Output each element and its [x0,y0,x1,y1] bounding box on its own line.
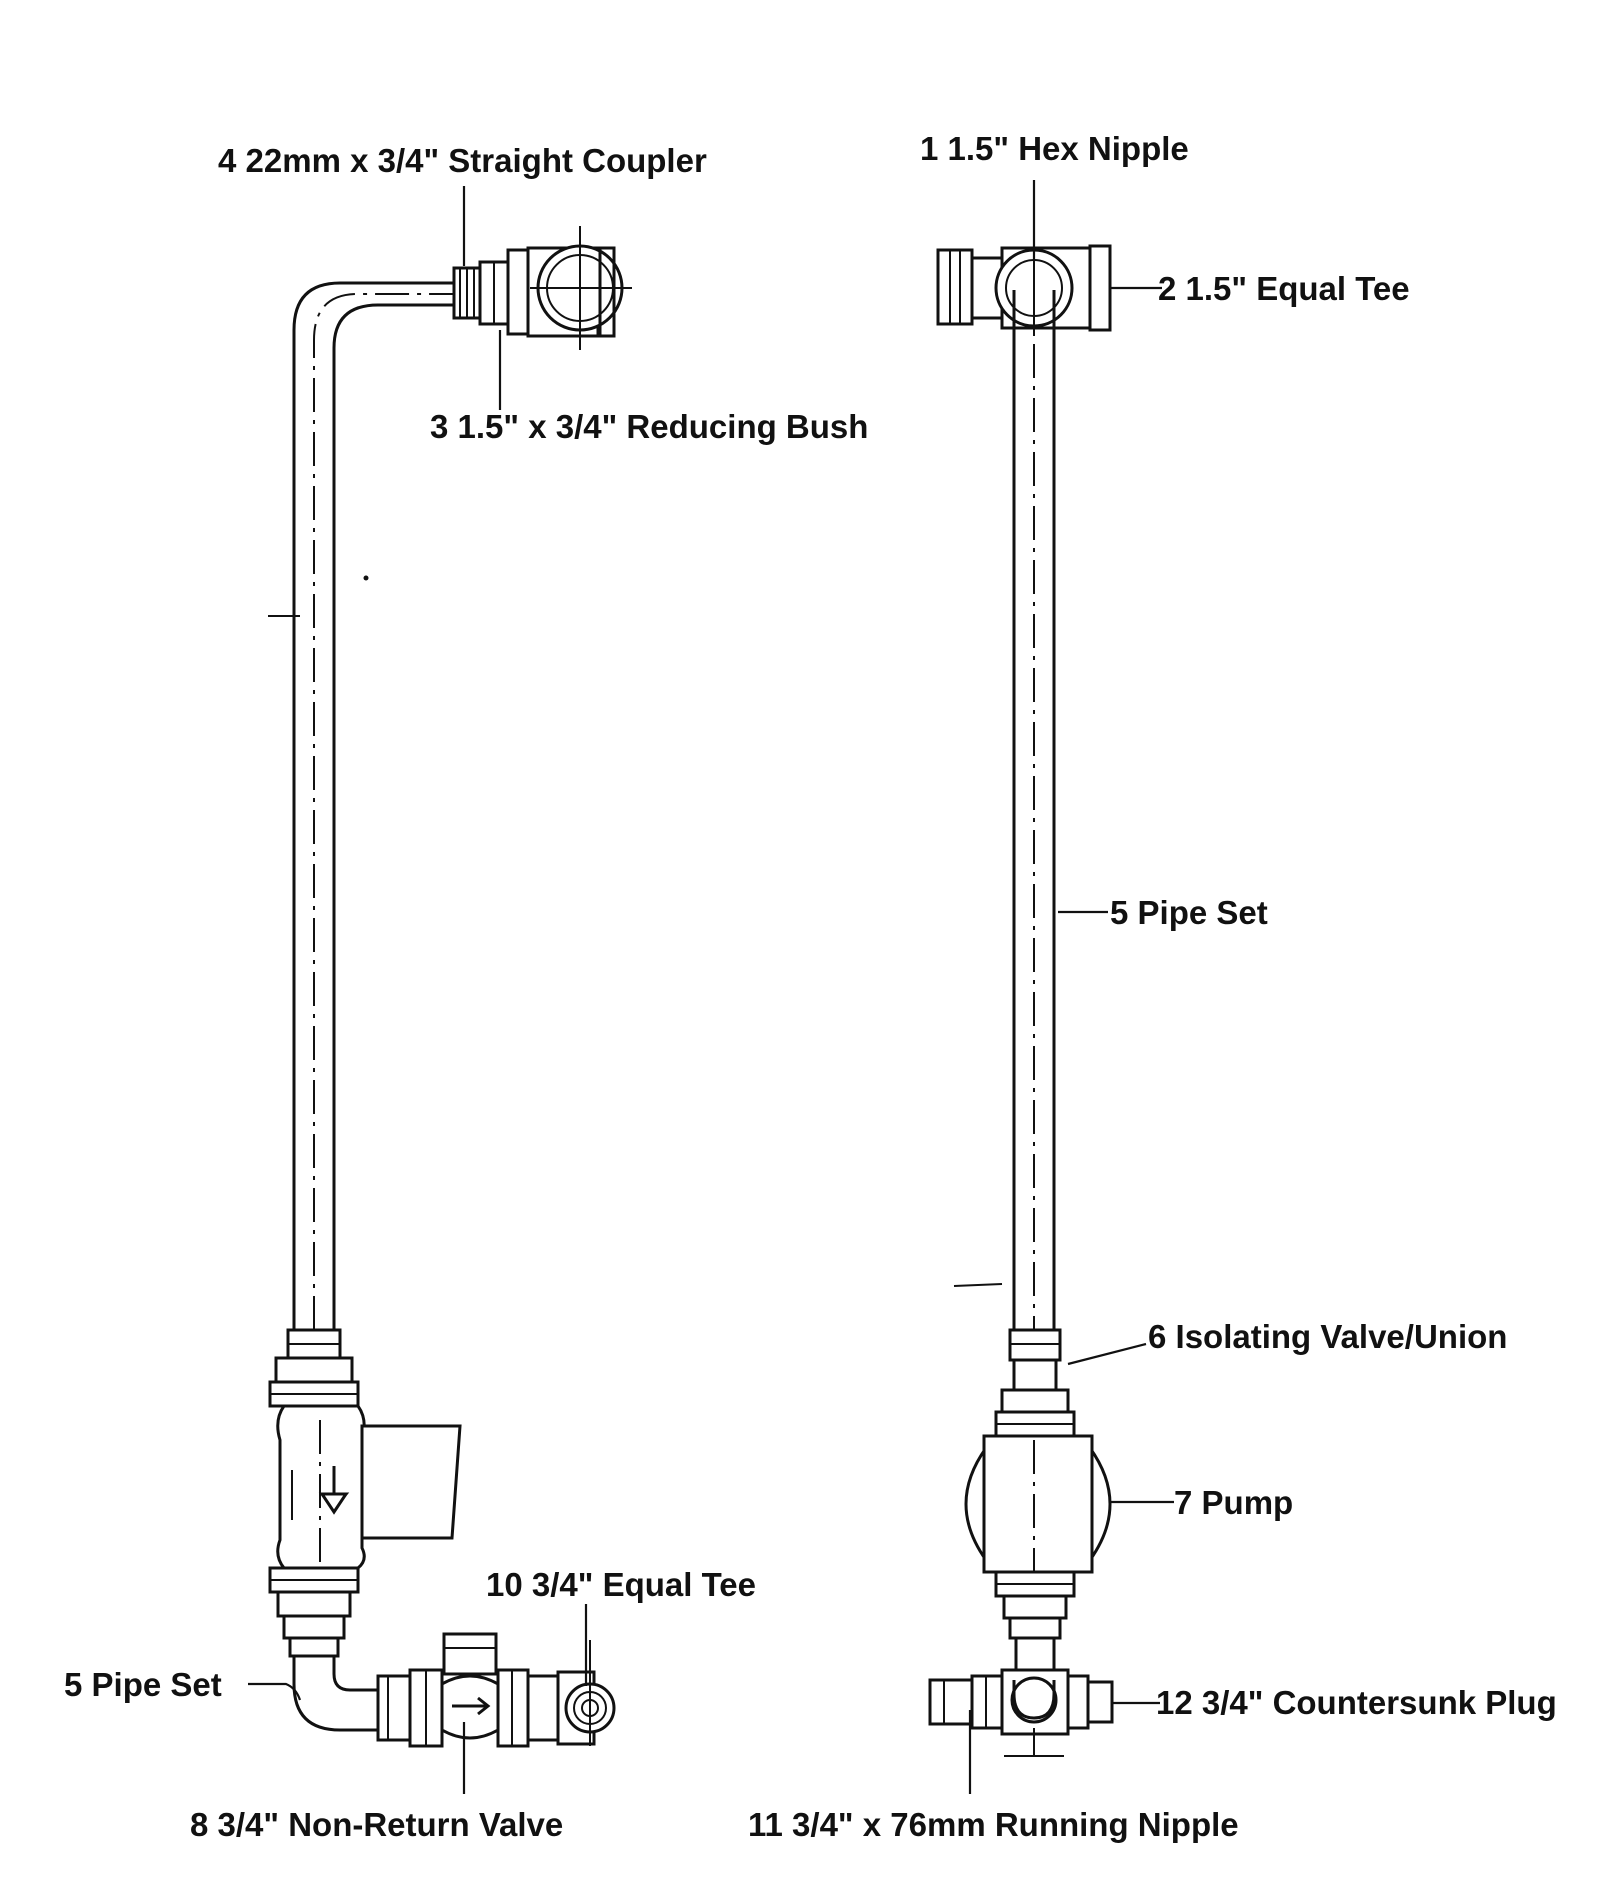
label-part-10: 10 3/4" Equal Tee [486,1566,756,1603]
left-pipe-inner [332,303,458,1330]
label-part-4: 4 22mm x 3/4" Straight Coupler [218,142,707,179]
left-lower-union [268,1566,360,1658]
leader-part-5-left [248,1682,302,1701]
label-part-3: 3 1.5" x 3/4" Reducing Bush [430,408,868,445]
left-pipe-outer [292,281,458,1330]
label-part-7: 7 Pump [1174,1484,1293,1521]
right-top-tee [936,180,1112,334]
label-part-5-left: 5 Pipe Set [64,1666,222,1703]
left-pump [276,1404,462,1570]
right-bottom-tee [928,1668,1114,1757]
left-bottom-pipe-outer [292,1656,380,1732]
left-bottom-pipe-inner [332,1656,380,1692]
straight-coupler [452,266,482,320]
left-pipe-centerline [313,293,458,1330]
right-assembly: 1 1.5" Hex Nipple 2 1.5" Equal Tee 5 Pip… [748,130,1557,1843]
non-return-valve [376,1632,560,1748]
right-lower-union [994,1570,1076,1680]
label-part-11: 11 3/4" x 76mm Running Nipple [748,1806,1239,1843]
left-equal-tee [556,1640,616,1746]
leader-part-6 [1067,1342,1147,1366]
label-part-2: 2 1.5" Equal Tee [1158,270,1410,307]
label-part-12: 12 3/4" Countersunk Plug [1156,1684,1557,1721]
isolating-valve-union [994,1328,1076,1438]
left-upper-union [268,1328,360,1408]
left-assembly: 4 22mm x 3/4" Straight Coupler 3 1.5" x … [64,142,868,1843]
label-part-1: 1 1.5" Hex Nipple [920,130,1189,167]
label-part-6: 6 Isolating Valve/Union [1148,1318,1507,1355]
label-part-8: 8 3/4" Non-Return Valve [190,1806,563,1843]
label-part-5-right: 5 Pipe Set [1110,894,1268,931]
right-pump [964,1434,1112,1574]
top-left-tee [526,226,632,350]
scan-marks [268,575,1003,1287]
reducing-bush [478,248,534,336]
